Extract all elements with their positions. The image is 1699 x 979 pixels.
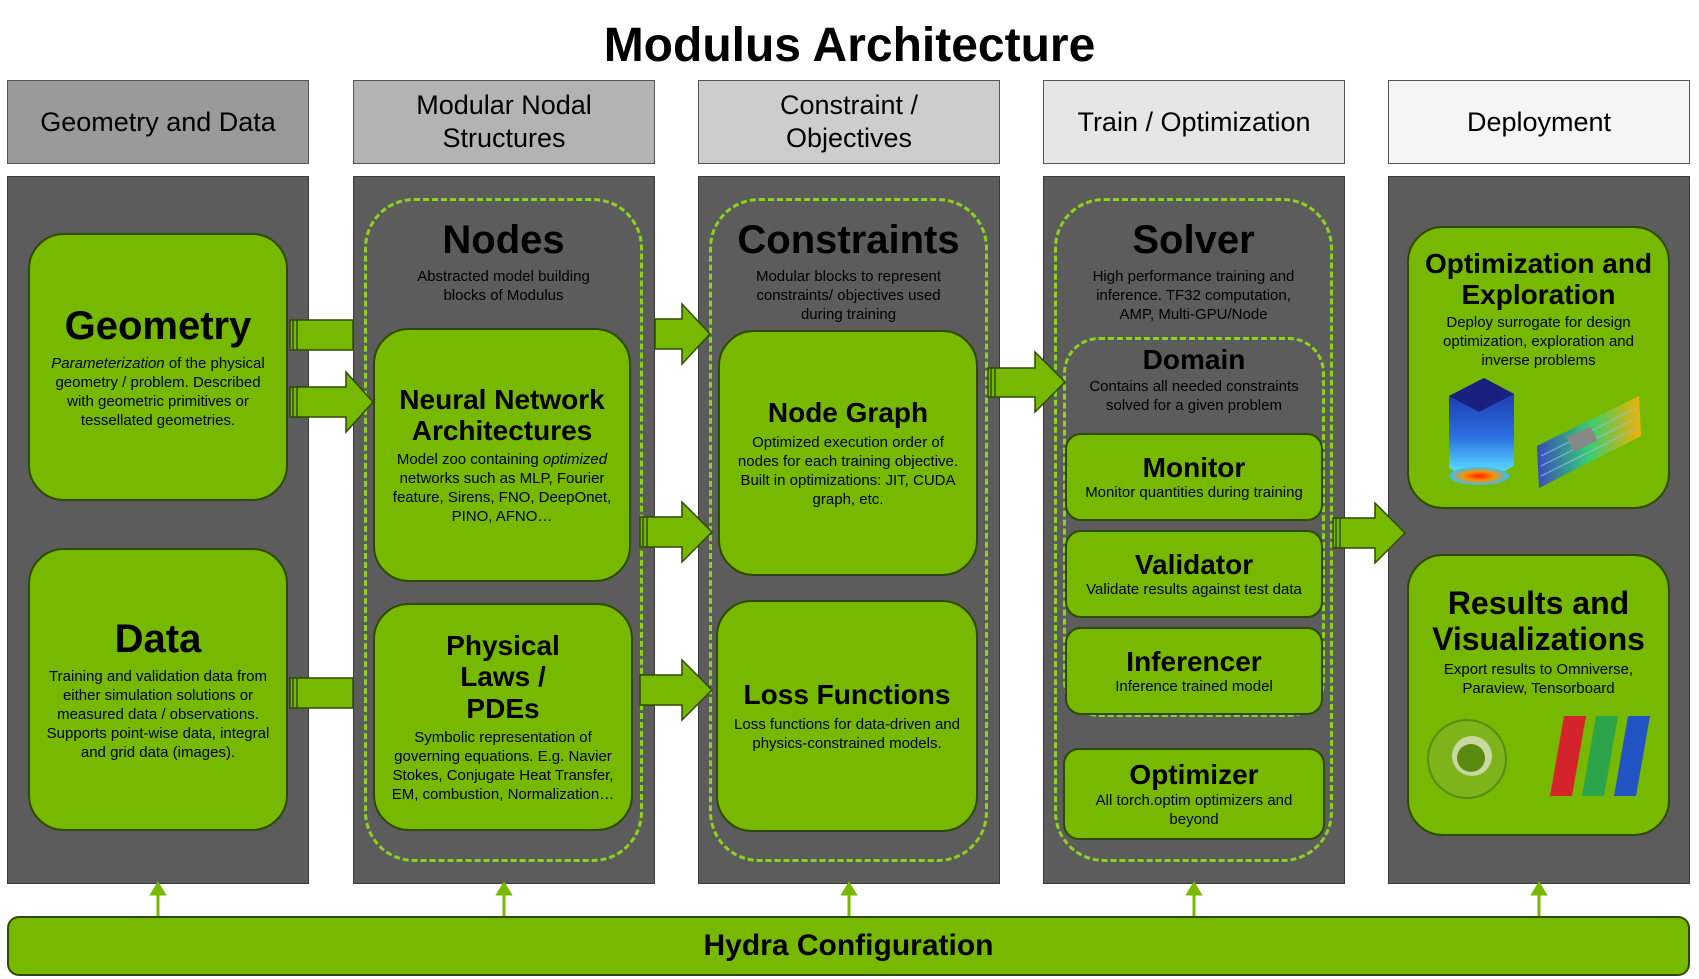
column-header-label: Geometry and Data [40,106,276,137]
column-header-train: Train / Optimization [1043,80,1345,164]
monitor-title: Monitor [1142,451,1246,483]
column-header-label: Constraint / Objectives [779,90,919,153]
geometry-box: Geometry Parameterization of the physica… [28,233,288,501]
arrow-solver-to-deployment [1332,501,1407,565]
constraints-header: Constraints Modular blocks to represent … [709,218,988,324]
geometry-title: Geometry [64,303,252,348]
domain-header: Domain Contains all needed constraints s… [1063,344,1325,415]
arrow-nn-to-node-graph [639,500,714,564]
arrow-nodes-to-constraints [654,302,712,366]
hydra-configuration-bar: Hydra Configuration [7,916,1690,976]
domain-title: Domain [1142,344,1246,375]
column-header-modular-nodal: Modular Nodal Structures [353,80,655,164]
monitor-box: Monitor Monitor quantities during traini… [1065,433,1323,521]
solver-title: Solver [1132,218,1255,262]
geometry-desc-emphasis: Parameterization [51,355,165,373]
loss-functions-desc: Loss functions for data-driven and physi… [734,715,960,752]
neural-network-box: Neural Network Architectures Model zoo c… [373,328,631,582]
inferencer-desc: Inference trained model [1115,678,1273,696]
solver-header: Solver High performance training and inf… [1054,218,1333,324]
node-graph-desc: Optimized execution order of nodes for e… [737,433,959,508]
solver-dashed-group [1054,198,1333,862]
arrow-geometry-to-nn [289,370,375,434]
optimizer-desc: All torch.optim optimizers and beyond [1095,791,1293,828]
loss-functions-box: Loss Functions Loss functions for data-d… [716,600,978,832]
nodes-desc: Abstracted model building blocks of Modu… [417,267,590,304]
column-header-deployment: Deployment [1388,80,1690,164]
physical-laws-title: Physical Laws / PDEs [446,629,560,724]
arrow-physics-to-loss [639,658,714,722]
nodes-title: Nodes [442,218,565,262]
data-title: Data [114,616,202,661]
arrow-geometry-to-nodes-bar [289,319,354,351]
optimization-exploration-title: Optimization and Exploration [1424,248,1653,311]
validator-box: Validator Validate results against test … [1065,530,1323,618]
optimizer-box: Optimizer All torch.optim optimizers and… [1063,748,1325,840]
solver-desc: High performance training and inference.… [1092,267,1295,323]
column-header-label: Deployment [1466,106,1612,137]
nodes-header: Nodes Abstracted model building blocks o… [364,218,643,305]
diagram-title: Modulus Architecture [603,19,1096,72]
optimization-exploration-box: Optimization and Exploration Deploy surr… [1407,226,1670,509]
data-box: Data Training and validation data from e… [28,548,288,831]
node-graph-title: Node Graph [767,397,929,429]
neural-network-desc-text: networks such as MLP, Fourier feature, S… [392,470,612,526]
neural-network-desc-pre: Model zoo containing [396,451,543,469]
arrow-constraints-to-domain [987,350,1067,414]
physical-laws-box: Physical Laws / PDEs Symbolic representa… [373,603,633,831]
inferencer-title: Inferencer [1126,645,1262,677]
node-graph-box: Node Graph Optimized execution order of … [718,330,978,576]
results-visualizations-title: Results and Visualizations [1432,585,1645,657]
optimization-exploration-desc: Deploy surrogate for design optimization… [1443,313,1634,369]
neural-network-title: Neural Network Architectures [399,383,605,446]
column-header-constraint: Constraint / Objectives [698,80,1000,164]
neural-network-desc-emphasis: optimized [542,451,608,469]
optimizer-title: Optimizer [1129,759,1259,791]
constraints-title: Constraints [737,218,960,262]
results-visualizations-desc: Export results to Omniverse, Paraview, T… [1443,660,1634,697]
column-header-label: Modular Nodal Structures [416,90,592,153]
tool-logos [1424,715,1654,802]
column-header-label: Train / Optimization [1077,106,1311,137]
geometry-desc-text: of the physical geometry / problem. Desc… [55,355,265,430]
arrow-data-to-physics-bar [289,677,354,709]
loss-functions-title: Loss Functions [743,679,951,711]
validator-desc: Validate results against test data [1086,581,1302,599]
validator-title: Validator [1134,548,1254,580]
column-header-geometry-data: Geometry and Data [7,80,309,164]
physical-laws-desc: Symbolic representation of governing equ… [391,729,615,804]
simulation-render-image [1448,377,1641,488]
monitor-desc: Monitor quantities during training [1085,484,1303,502]
paraview-logo-icon [1549,715,1650,796]
domain-dashed-group [1063,337,1325,717]
domain-desc: Contains all needed constraints solved f… [1089,378,1299,415]
constraints-desc: Modular blocks to represent constraints/… [755,267,942,323]
geometry-desc: Parameterization of the physical geometr… [44,354,272,430]
inferencer-box: Inferencer Inference trained model [1065,627,1323,715]
hydra-configuration-label: Hydra Configuration [703,929,994,962]
omniverse-logo-icon [1426,718,1507,799]
results-visualizations-box: Results and Visualizations Export result… [1407,554,1670,836]
neural-network-desc: Model zoo containing optimized networks … [389,450,615,526]
data-desc: Training and validation data from either… [46,668,270,762]
